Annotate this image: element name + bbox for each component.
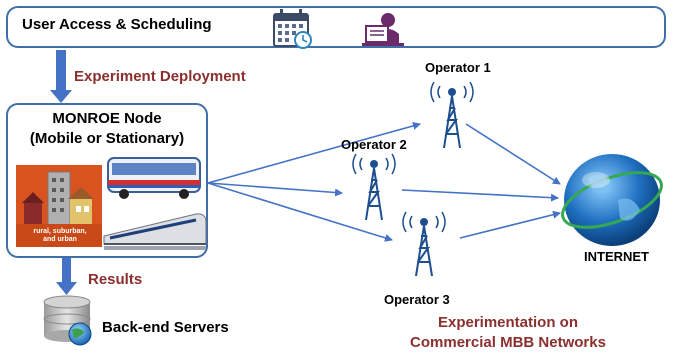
scene-caption: rural, suburban, and urban [18, 228, 102, 244]
user-access-panel [6, 6, 666, 48]
database-globe-icon [43, 295, 92, 346]
tower-2-icon [352, 153, 396, 221]
node-title: MONROE Node [52, 110, 162, 127]
town-buildings-image [16, 165, 102, 247]
operator-1-label: Operator 1 [425, 60, 491, 75]
experimentation-line2: Commercial MBB Networks [410, 334, 606, 351]
globe-icon [561, 154, 663, 246]
scene-caption-line1: rural, suburban, [33, 228, 87, 235]
user-access-title: User Access & Scheduling [22, 16, 212, 33]
operator-3-label: Operator 3 [384, 292, 450, 307]
link-arrows [207, 122, 561, 242]
user-at-desk-icon [362, 13, 404, 46]
backend-servers-label: Back-end Servers [102, 319, 229, 336]
experimentation-line1: Experimentation on [437, 314, 579, 331]
deployment-arrow [50, 50, 72, 103]
bus-image [107, 157, 201, 199]
node-subtitle: (Mobile or Stationary) [29, 130, 185, 147]
train-image [103, 213, 207, 250]
tower-3-icon [402, 211, 446, 277]
deployment-label: Experiment Deployment [74, 68, 246, 85]
tower-1-icon [430, 81, 474, 149]
operator-2-label: Operator 2 [341, 137, 407, 152]
results-label: Results [88, 271, 143, 288]
results-arrow [56, 258, 77, 295]
scene-caption-line2: and urban [43, 236, 77, 243]
internet-label: INTERNET [584, 249, 649, 264]
calendar-icon [273, 9, 312, 49]
